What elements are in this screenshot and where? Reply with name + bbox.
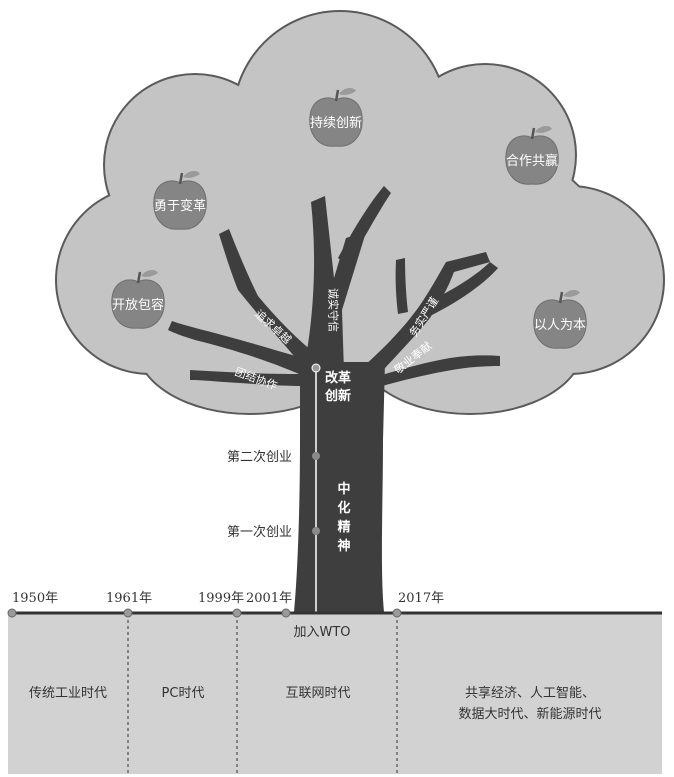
year-2001: 2001年 [246, 591, 292, 606]
year-1950: 1950年 [12, 591, 58, 606]
apple-sustained-innovation: 持续创新 [309, 87, 363, 147]
milestone-first-venture: 第一次创业 [227, 524, 292, 540]
timeline-dot [7, 608, 17, 618]
timeline-dot [232, 608, 242, 618]
apple-label: 开放包容 [112, 297, 164, 313]
year-2017: 2017年 [398, 591, 444, 606]
apple-label: 以人为本 [534, 318, 586, 333]
apple-openness-inclusiveness: 开放包容 [111, 269, 165, 329]
timeline-dot [392, 608, 402, 618]
trunk-reform-line2: 创新 [324, 388, 351, 404]
timeline-dot [281, 608, 291, 618]
trunk-spirit-char: 神 [337, 538, 350, 554]
wto-label: 加入WTO [293, 625, 350, 640]
apple-label: 合作共赢 [506, 153, 558, 169]
tree-canopy [55, 10, 665, 415]
apple-people-oriented: 以人为本 [533, 289, 587, 349]
timeline-dot [123, 608, 133, 618]
trunk-spirit-char: 精 [337, 519, 350, 535]
apple-courage-to-reform: 勇于变革 [153, 170, 207, 230]
branch-label-integrity: 诚实守信 [327, 288, 341, 332]
apple-win-win-cooperation: 合作共赢 [505, 125, 559, 185]
growth-line [311, 363, 321, 612]
trunk-reform-line1: 改革 [325, 370, 351, 386]
timeline: 1950年 1961年 1999年 2001年 2017年 加入WTO 传统工业… [7, 591, 662, 774]
trunk-spirit-char: 化 [337, 500, 350, 516]
apple-label: 持续创新 [310, 115, 362, 131]
era-sharing-economy-line2: 数据大时代、新能源时代 [458, 706, 601, 722]
era-internet: 互联网时代 [285, 686, 350, 701]
trunk-spirit-vertical: 中 化 精 神 [337, 481, 350, 554]
trunk-spirit-char: 中 [337, 481, 350, 497]
year-1999: 1999年 [198, 591, 244, 606]
timeline-band [8, 614, 662, 774]
year-1961: 1961年 [106, 591, 152, 606]
era-sharing-economy-line1: 共享经济、人工智能、 [465, 685, 595, 701]
era-traditional-industry: 传统工业时代 [29, 686, 107, 701]
apple-label: 勇于变革 [154, 198, 206, 214]
milestone-second-venture: 第二次创业 [227, 449, 292, 465]
era-pc: PC时代 [162, 686, 205, 701]
